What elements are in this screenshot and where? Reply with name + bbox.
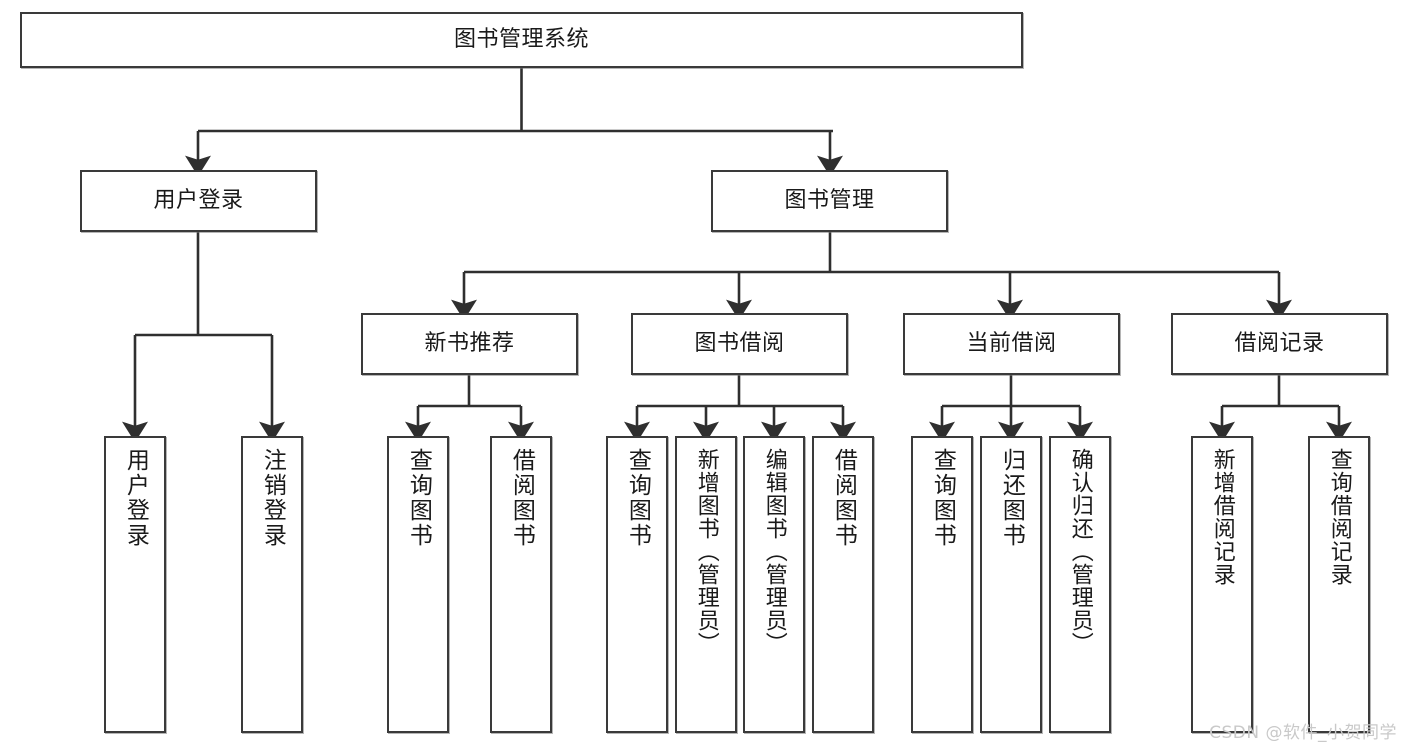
node-leaf-edit-book-admin[interactable]: 编辑图书（管理员） — [743, 436, 805, 733]
node-book-management[interactable]: 图书管理 — [711, 170, 948, 232]
node-leaf-logout[interactable]: 注销登录 — [241, 436, 303, 733]
node-book-borrow[interactable]: 图书借阅 — [631, 313, 848, 375]
node-leaf-query-book-borrow[interactable]: 查询图书 — [606, 436, 668, 733]
node-leaf-return-book[interactable]: 归还图书 — [980, 436, 1042, 733]
node-label: 用户登录 — [153, 187, 244, 213]
node-label: 查询图书 — [405, 448, 432, 548]
node-leaf-add-book-admin[interactable]: 新增图书（管理员） — [675, 436, 737, 733]
node-label: 编辑图书（管理员） — [761, 448, 787, 655]
node-leaf-borrow-book[interactable]: 借阅图书 — [812, 436, 874, 733]
node-label: 归还图书 — [998, 448, 1025, 548]
node-borrow-record[interactable]: 借阅记录 — [1171, 313, 1388, 375]
node-label: 借阅图书 — [830, 448, 857, 548]
node-label: 用户登录 — [122, 448, 149, 548]
node-new-book-recommend[interactable]: 新书推荐 — [361, 313, 578, 375]
node-label: 新书推荐 — [424, 330, 515, 356]
node-label: 图书借阅 — [694, 330, 785, 356]
node-label: 新增图书（管理员） — [693, 448, 719, 655]
node-label: 当前借阅 — [966, 330, 1057, 356]
node-leaf-borrow-book-newbook[interactable]: 借阅图书 — [490, 436, 552, 733]
node-root-book-management-system[interactable]: 图书管理系统 — [20, 12, 1023, 68]
node-label: 图书管理 — [784, 187, 875, 213]
node-label: 借阅记录 — [1234, 330, 1325, 356]
node-label: 新增借阅记录 — [1209, 448, 1235, 586]
node-leaf-query-book-newbook[interactable]: 查询图书 — [387, 436, 449, 733]
node-current-borrow[interactable]: 当前借阅 — [903, 313, 1120, 375]
node-label: 查询借阅记录 — [1326, 448, 1352, 586]
node-label: 注销登录 — [259, 448, 286, 548]
node-leaf-query-book-current[interactable]: 查询图书 — [911, 436, 973, 733]
node-leaf-confirm-return-admin[interactable]: 确认归还（管理员） — [1049, 436, 1111, 733]
node-user-login[interactable]: 用户登录 — [80, 170, 317, 232]
node-leaf-query-borrow-record[interactable]: 查询借阅记录 — [1308, 436, 1370, 733]
node-leaf-add-borrow-record[interactable]: 新增借阅记录 — [1191, 436, 1253, 733]
node-label: 图书管理系统 — [453, 26, 589, 52]
node-leaf-user-login[interactable]: 用户登录 — [104, 436, 166, 733]
watermark: CSDN @软件_小贺同学 — [1209, 723, 1397, 743]
node-label: 查询图书 — [929, 448, 956, 548]
node-label: 确认归还（管理员） — [1067, 448, 1093, 655]
node-label: 借阅图书 — [508, 448, 535, 548]
node-label: 查询图书 — [624, 448, 651, 548]
